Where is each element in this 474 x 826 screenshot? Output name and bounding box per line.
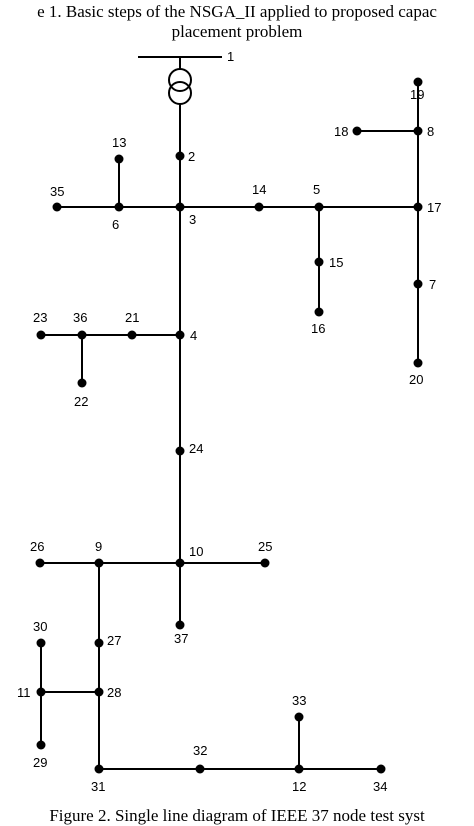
node-30-dot[interactable] [36,638,46,648]
node-14-dot[interactable] [254,202,264,212]
node-15-label: 15 [329,255,343,270]
node-12-dot[interactable] [294,764,304,774]
node-28-label: 28 [107,685,121,700]
node-36-dot[interactable] [77,330,87,340]
node-4-dot[interactable] [175,330,185,340]
node-34-label: 34 [373,779,387,794]
node-25-dot[interactable] [260,558,270,568]
node-19-label: 19 [410,87,424,102]
node-21-dot[interactable] [127,330,137,340]
node-37-label: 37 [174,631,188,646]
node-24-label: 24 [189,441,203,456]
node-11-label: 11 [17,685,31,700]
node-14-label: 14 [252,182,266,197]
node-35-dot[interactable] [52,202,62,212]
node-18-label: 18 [334,124,348,139]
node-30-label: 30 [33,619,47,634]
node-19-dot[interactable] [413,77,423,87]
node-34-dot[interactable] [376,764,386,774]
node-labels: 1 2 3 4 5 6 7 8 9 10 11 12 13 14 15 16 1… [17,49,441,794]
node-31-dot[interactable] [94,764,104,774]
feeder-lines [40,56,419,770]
node-35-label: 35 [50,184,64,199]
node-22-dot[interactable] [77,378,87,388]
node-11-dot[interactable] [36,687,46,697]
node-20-dot[interactable] [413,358,423,368]
node-3-label: 3 [189,212,196,227]
node-32-dot[interactable] [195,764,205,774]
node-3-dot[interactable] [175,202,185,212]
node-27-label: 27 [107,633,121,648]
node-17-dot[interactable] [413,202,423,212]
node-33-dot[interactable] [294,712,304,722]
node-26-dot[interactable] [35,558,45,568]
caption-top-line2: placement problem [171,22,303,41]
node-24-dot[interactable] [175,446,185,456]
node-7-label: 7 [429,277,436,292]
node-29-dot[interactable] [36,740,46,750]
node-18-dot[interactable] [352,126,362,136]
node-17-label: 17 [427,200,441,215]
node-13-label: 13 [112,135,126,150]
node-1-label: 1 [227,49,234,64]
node-5-dot[interactable] [314,202,324,212]
node-5-label: 5 [313,182,320,197]
node-26-label: 26 [30,539,44,554]
caption-bottom: Figure 2. Single line diagram of IEEE 37… [49,806,425,825]
node-25-label: 25 [258,539,272,554]
node-8-label: 8 [427,124,434,139]
node-dots [35,77,423,774]
node-13-dot[interactable] [114,154,124,164]
node-8-dot[interactable] [413,126,423,136]
node-10-label: 10 [189,544,203,559]
node-29-label: 29 [33,755,47,770]
node-7-dot[interactable] [413,279,423,289]
node-12-label: 12 [292,779,306,794]
node-6-label: 6 [112,217,119,232]
node-16-dot[interactable] [314,307,324,317]
node-9-label: 9 [95,539,102,554]
node-6-dot[interactable] [114,202,124,212]
node-9-dot[interactable] [94,558,104,568]
node-22-label: 22 [74,394,88,409]
node-37-dot[interactable] [175,620,185,630]
node-32-label: 32 [193,743,207,758]
node-36-label: 36 [73,310,87,325]
node-33-label: 33 [292,693,306,708]
node-15-dot[interactable] [314,257,324,267]
node-10-dot[interactable] [175,558,185,568]
node-20-label: 20 [409,372,423,387]
node-23-label: 23 [33,310,47,325]
transformer-symbol [168,68,192,105]
caption-top-line1: e 1. Basic steps of the NSGA_II applied … [37,2,437,21]
node-2-dot[interactable] [175,151,185,161]
node-23-dot[interactable] [36,330,46,340]
node-4-label: 4 [190,328,197,343]
node-16-label: 16 [311,321,325,336]
node-2-label: 2 [188,149,195,164]
node-31-label: 31 [91,779,105,794]
node-28-dot[interactable] [94,687,104,697]
node-21-label: 21 [125,310,139,325]
node-27-dot[interactable] [94,638,104,648]
